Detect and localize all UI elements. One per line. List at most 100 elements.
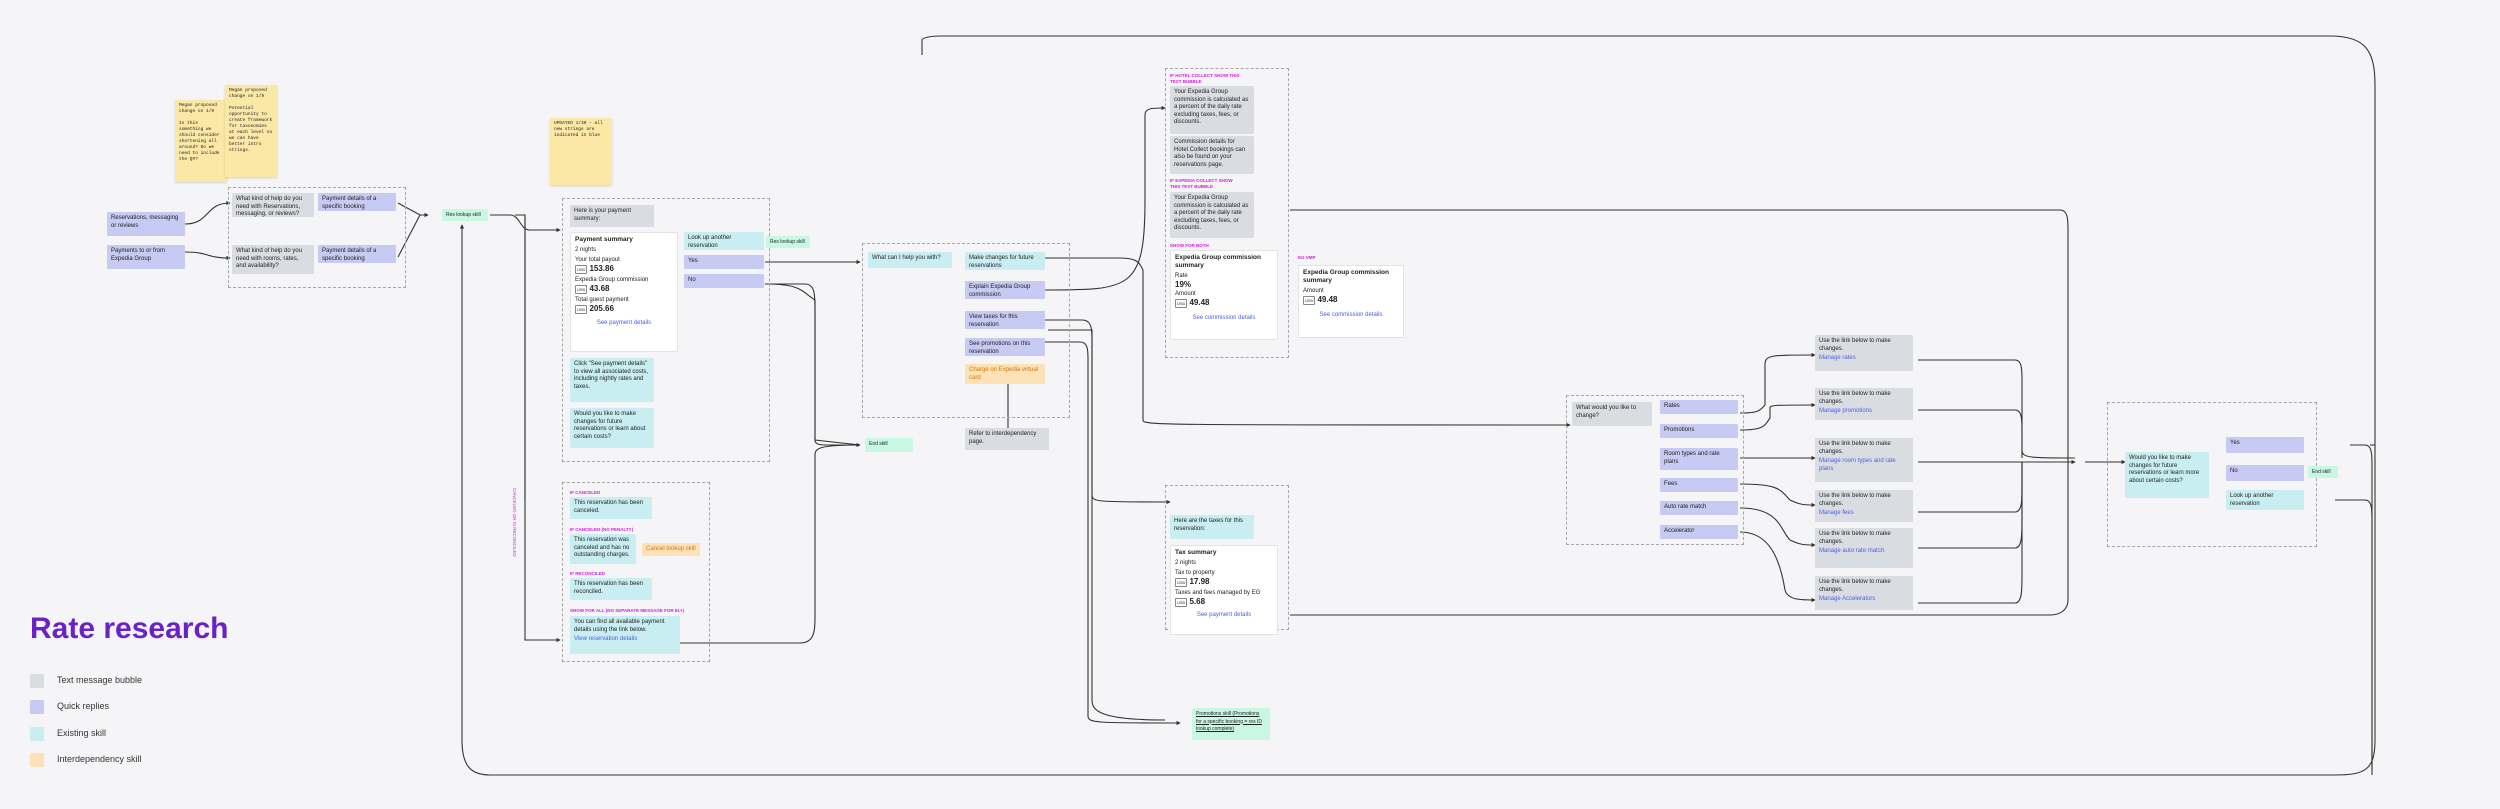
payout-value: 153.86 xyxy=(589,263,614,273)
manage-rates-link[interactable]: Manage rates xyxy=(1819,355,1856,361)
tag-show-for-both: SHOW FOR BOTH xyxy=(1170,243,1209,248)
currency-badge: USD xyxy=(575,264,588,274)
help-question: What can I help you with? xyxy=(868,252,952,268)
see-commission-link[interactable]: See commission details xyxy=(1192,315,1256,321)
find-all-bubble: You can find all available payment detai… xyxy=(570,616,680,654)
option-auto-rate-match[interactable]: Auto rate match xyxy=(1660,501,1738,515)
currency-badge: USD xyxy=(1303,295,1316,305)
quick-reply-payment-details-1[interactable]: Payment details of a specific booking xyxy=(318,193,396,211)
final-end-skill: End skill xyxy=(2308,466,2338,478)
sticky-note-updated: UPDATED 1/30 - all new strings are indic… xyxy=(550,118,612,185)
page-title: Rate research xyxy=(30,612,229,645)
rate-label: Rate xyxy=(1175,273,1188,279)
option-promotions[interactable]: Promotions xyxy=(1660,424,1738,438)
manage-auto-rate-link[interactable]: Manage auto rate match xyxy=(1819,548,1885,554)
quick-reply-yes[interactable]: Yes xyxy=(684,255,764,269)
option-explain-commission[interactable]: Explain Expedia Group commission xyxy=(965,281,1045,299)
final-question: Would you like to make changes for futur… xyxy=(2125,452,2209,498)
legend-swatch-text xyxy=(30,674,44,688)
entry-questions-group xyxy=(228,187,406,288)
rate-value: 19% xyxy=(1175,279,1192,289)
no-penalty-bubble: This reservation was canceled and has no… xyxy=(570,534,636,564)
tax-prop-value: 17.98 xyxy=(1189,576,1210,586)
manage-promotions-link[interactable]: Manage promotions xyxy=(1819,408,1873,414)
tag-hotel-collect: IF HOTEL COLLECT SHOW THIS TEXT BUBBLE xyxy=(1170,73,1240,84)
legend-swatch-skill xyxy=(30,727,44,741)
click-note-bubble: Click "See payment details" to view all … xyxy=(570,358,654,402)
see-commission-link[interactable]: See commission details xyxy=(1319,312,1383,318)
question-rooms-help: What kind of help do you need with rooms… xyxy=(232,245,314,274)
quick-reply-reservations[interactable]: Reservations, messaging or reviews xyxy=(107,212,185,236)
find-all-text: You can find all available payment detai… xyxy=(574,619,665,633)
option-make-changes[interactable]: Make changes for future reservations xyxy=(965,252,1045,270)
would-like-bubble: Would you like to make changes for futur… xyxy=(570,408,654,448)
tag-show-for-all: SHOW FOR ALL (NO SEPARATE MESSAGE FOR 61… xyxy=(570,608,684,613)
change-promotions-bubble: Use the link below to make changes. Mana… xyxy=(1815,388,1913,420)
manage-fees-link[interactable]: Manage fees xyxy=(1819,510,1854,516)
tax-eg-label: Taxes and fees managed by EG xyxy=(1175,590,1261,596)
option-fees[interactable]: Fees xyxy=(1660,478,1738,492)
currency-badge: USD xyxy=(575,304,588,314)
res-lookup-skill: Res lookup skill xyxy=(442,209,488,221)
change-accelerator-bubble: Use the link below to make changes. Mana… xyxy=(1815,576,1913,610)
see-payment-details-link[interactable]: See payment details xyxy=(1196,612,1252,618)
option-view-taxes[interactable]: View taxes for this reservation xyxy=(965,311,1045,329)
quick-reply-payment-details-2[interactable]: Payment details of a specific booking xyxy=(318,245,396,263)
guest-label: Total guest payment xyxy=(575,297,629,303)
use-link-text: Use the link below to make changes. xyxy=(1819,579,1891,593)
payment-summary-group xyxy=(562,198,770,462)
commission-card-vmp: Expedia Group commission summary Amount … xyxy=(1298,265,1404,338)
amount-value: 49.48 xyxy=(1317,294,1338,304)
refer-interdependency: Refer to interdependency page. xyxy=(965,428,1049,450)
use-link-text: Use the link below to make changes. xyxy=(1819,391,1891,405)
card-title: Tax summary xyxy=(1175,549,1217,556)
end-skill: End skill xyxy=(865,438,913,452)
sticky-note-megan-1: Megan proposed change on 1/9 Is this som… xyxy=(175,100,227,182)
tax-card: Tax summary 2 nights Tax to property USD… xyxy=(1170,545,1278,635)
changes-question: What would you like to change? xyxy=(1572,402,1652,426)
help-group xyxy=(862,243,1070,418)
tag-eg-vmp: EG VMP xyxy=(1298,255,1316,260)
quick-reply-lookup-another[interactable]: Look up another reservation xyxy=(684,232,764,250)
use-link-text: Use the link below to make changes. xyxy=(1819,441,1891,455)
currency-badge: USD xyxy=(575,284,588,294)
manage-room-types-link[interactable]: Manage room types and rate plans xyxy=(1819,458,1896,472)
currency-badge: USD xyxy=(1175,298,1188,308)
quick-reply-payments[interactable]: Payments to or from Expedia Group xyxy=(107,245,185,269)
tax-eg-value: 5.68 xyxy=(1189,596,1206,606)
taxes-intro: Here are the taxes for this reservation: xyxy=(1170,515,1254,539)
legend-label-text: Text message bubble xyxy=(57,675,143,685)
amount-label: Amount xyxy=(1175,291,1196,297)
card-title: Expedia Group commission summary xyxy=(1175,254,1261,269)
commission-card: Expedia Group commission summary Rate 19… xyxy=(1170,250,1278,340)
option-see-promotions[interactable]: See promotions on this reservation xyxy=(965,338,1045,356)
commission-group xyxy=(1165,68,1289,358)
use-link-text: Use the link below to make changes. xyxy=(1819,493,1891,507)
changes-group xyxy=(1566,395,1744,545)
nights: 2 nights xyxy=(1175,559,1197,566)
use-link-text: Use the link below to make changes. xyxy=(1819,338,1891,352)
reconciled-bubble: This reservation has been reconciled. xyxy=(570,578,652,600)
legend-swatch-quick xyxy=(30,700,44,714)
manage-accelerators-link[interactable]: Manage Accelerators xyxy=(1819,596,1876,602)
sticky-note-megan-2: Megan proposed change on 1/9 Potential o… xyxy=(225,85,277,177)
tag-canceled: IF CANCELED xyxy=(570,490,601,495)
view-reservation-link[interactable]: View reservation details xyxy=(574,636,638,642)
card-title: Payment summary xyxy=(575,236,633,243)
res-lookup-skill-2: Res lookup skill xyxy=(766,236,810,248)
change-fees-bubble: Use the link below to make changes. Mana… xyxy=(1815,490,1913,522)
commission-label: Expedia Group commission xyxy=(575,277,649,283)
final-no[interactable]: No xyxy=(2226,465,2304,481)
use-link-text: Use the link below to make changes. xyxy=(1819,531,1891,545)
quick-reply-no[interactable]: No xyxy=(684,274,764,288)
option-rates[interactable]: Rates xyxy=(1660,400,1738,414)
final-lookup-another[interactable]: Look up another reservation xyxy=(2226,490,2304,510)
payment-summary-card: Payment summary 2 nights Your total payo… xyxy=(570,232,678,352)
final-yes[interactable]: Yes xyxy=(2226,437,2304,453)
option-room-types[interactable]: Room types and rate plans xyxy=(1660,448,1738,470)
option-accelerator[interactable]: Accelerator xyxy=(1660,525,1738,539)
amount-value: 49.48 xyxy=(1189,297,1210,307)
change-auto-rate-bubble: Use the link below to make changes. Mana… xyxy=(1815,528,1913,568)
see-payment-details-link[interactable]: See payment details xyxy=(596,320,652,326)
